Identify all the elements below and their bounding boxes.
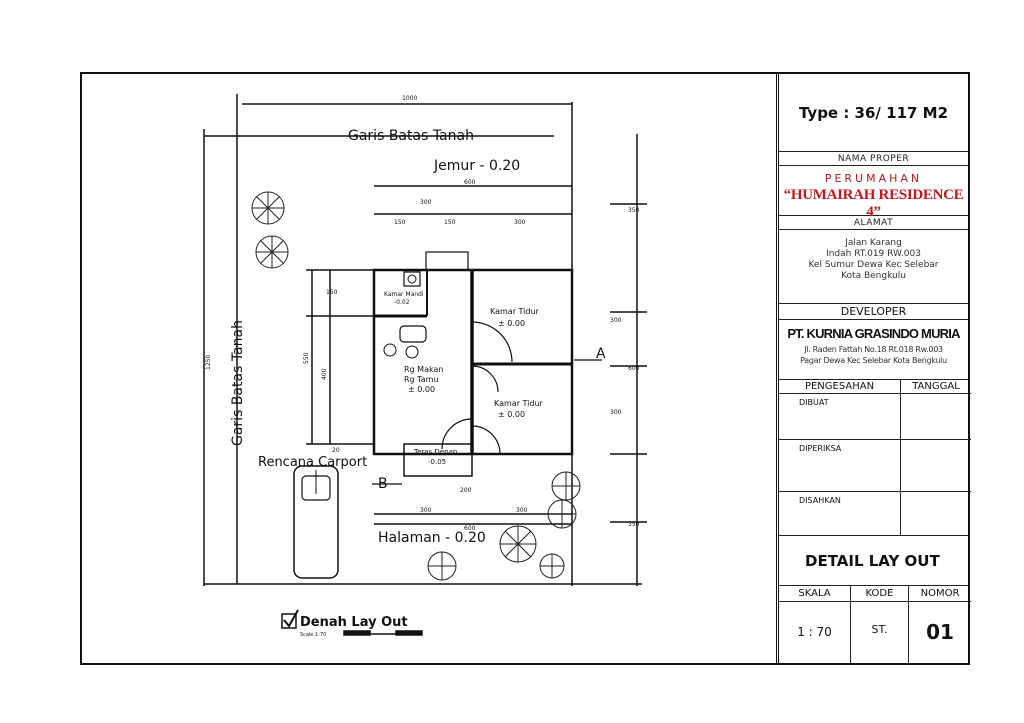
developer-name: PT. KURNIA GRASINDO MURIA	[787, 326, 960, 341]
label-section-a: A	[596, 346, 606, 362]
diperiksa-label: DIPERIKSA	[779, 440, 901, 492]
label-km-level: -0.02	[394, 299, 410, 306]
disahkan-date-cell	[901, 492, 971, 536]
dim-left-550: 550	[303, 352, 310, 364]
dim-600-top: 600	[464, 179, 476, 186]
dim-right-300b: 300	[610, 409, 622, 416]
dim-right-350b: 350	[628, 521, 640, 528]
dim-left-150: 150	[326, 289, 338, 296]
drawing-sheet: Garis Batas Tanah Garis Batas Tanah Jemu…	[80, 72, 971, 665]
skala-label: SKALA	[779, 586, 851, 602]
floor-plan-svg: Garis Batas Tanah Garis Batas Tanah Jemu…	[203, 94, 647, 638]
dim-bot-600: 600	[464, 525, 476, 532]
alamat-line-2: Indah RT.019 RW.003	[826, 249, 921, 259]
dim-150-a: 150	[394, 219, 406, 226]
alamat-line-1: Jalan Karang	[845, 238, 902, 248]
developer-address-1: Jl. Raden Fattah No.18 Rt.018 Rw.003	[804, 345, 943, 354]
nomor-label: NOMOR	[909, 586, 971, 602]
perumahan-text: PERUMAHAN	[824, 172, 923, 185]
label-teras: Teras Depan	[413, 448, 457, 456]
door-swing-1	[471, 321, 513, 363]
door-swing-2	[471, 365, 499, 393]
label-jemur: Jemur - 0.20	[433, 158, 520, 174]
dining-table-symbol	[399, 325, 427, 343]
tree-symbol	[551, 471, 581, 501]
dim-bot-300: 300	[420, 507, 432, 514]
kode-label: KODE	[851, 586, 909, 602]
tree-symbol	[251, 191, 285, 225]
approval-block: PENGESAHAN TANGGAL DIBUAT DIPERIKSA DISA…	[779, 380, 971, 536]
dim-right-600: 600	[628, 365, 640, 372]
skala-value: 1 : 70	[779, 602, 851, 663]
toilet-symbol	[403, 271, 421, 287]
kode-value: ST.	[851, 602, 909, 663]
dim-300-top: 300	[420, 199, 432, 206]
label-section-b: B	[378, 476, 388, 492]
residence-name: “HUMAIRAH RESIDENCE 4”	[783, 187, 964, 220]
disahkan-label: DISAHKAN	[779, 492, 901, 536]
alamat-label: ALAMAT	[779, 216, 968, 230]
dim-bot-200: 200	[460, 487, 472, 494]
tree-symbol	[427, 551, 457, 581]
tree-symbol	[499, 525, 537, 563]
label-garis-side: Garis Batas Tanah	[230, 320, 246, 446]
dibuat-label: DIBUAT	[779, 394, 901, 440]
label-rg-makan: Rg Makan	[404, 365, 443, 374]
nama-proper-label: NAMA PROPER	[779, 152, 968, 166]
alamat-line-3: Kel Sumur Dewa Kec Selebar	[808, 260, 939, 270]
legend-checkbox	[281, 613, 297, 629]
terrace-outline	[403, 443, 473, 477]
tree-symbol	[547, 499, 577, 529]
developer-address-2: Pagar Dewa Kec Selebar Kota Bengkulu	[800, 356, 947, 365]
label-teras-level: -0.05	[428, 458, 446, 466]
tree-symbol	[255, 235, 289, 269]
label-kamar2: Kamar Tidur	[494, 399, 544, 408]
door-swing-3	[441, 418, 473, 450]
dim-top-1000: 1000	[402, 95, 417, 102]
diperiksa-date-cell	[901, 440, 971, 492]
dim-bot-20: 20	[332, 447, 340, 454]
dim-right-300a: 300	[610, 317, 622, 324]
legend-title: Denah Lay Out	[300, 615, 408, 630]
dim-bot-300b: 300	[516, 507, 528, 514]
title-block: Type : 36/ 117 M2 NAMA PROPER PERUMAHAN …	[776, 74, 971, 663]
label-carport: Rencana Carport	[258, 455, 367, 470]
label-garis-top: Garis Batas Tanah	[348, 128, 474, 144]
label-kamar2-level: ± 0.00	[498, 410, 525, 419]
tree-symbol	[539, 553, 565, 579]
label-kamar1-level: ± 0.00	[498, 319, 525, 328]
floor-plan-area: Garis Batas Tanah Garis Batas Tanah Jemu…	[82, 74, 776, 663]
chair-symbol	[383, 343, 397, 357]
label-kamar1: Kamar Tidur	[490, 307, 540, 316]
label-kamar-mandi: Kamar Mandi	[384, 291, 424, 298]
legend-scale: Scale 1:70	[300, 632, 326, 638]
developer-label: DEVELOPER	[779, 304, 968, 320]
dim-left-1250: 1250	[205, 355, 212, 370]
developer-block: PT. KURNIA GRASINDO MURIA Jl. Raden Fatt…	[779, 320, 968, 380]
label-halaman: Halaman - 0.20	[378, 530, 486, 546]
dim-left-400: 400	[321, 368, 328, 380]
dibuat-date-cell	[901, 394, 971, 440]
label-rg-tamu: Rg Tamu	[404, 375, 439, 384]
rear-step	[425, 251, 469, 271]
project-name-block: PERUMAHAN “HUMAIRAH RESIDENCE 4”	[779, 166, 968, 220]
label-rg-level: ± 0.00	[408, 385, 435, 394]
dim-right-350: 350	[628, 207, 640, 214]
door-swing-4	[471, 425, 501, 455]
detail-layout-title: DETAIL LAY OUT	[779, 536, 968, 586]
alamat-line-4: Kota Bengkulu	[841, 271, 906, 281]
dim-150-b: 150	[444, 219, 456, 226]
type-label: Type : 36/ 117 M2	[779, 74, 968, 152]
scale-code-block: SKALA KODE NOMOR 1 : 70 ST. 01	[779, 586, 971, 663]
car-symbol	[293, 465, 339, 579]
pengesahan-label: PENGESAHAN	[779, 380, 901, 394]
alamat-block: Jalan Karang Indah RT.019 RW.003 Kel Sum…	[779, 230, 968, 304]
tanggal-label: TANGGAL	[901, 380, 971, 394]
dim-300-b: 300	[514, 219, 526, 226]
nomor-value: 01	[926, 620, 954, 644]
